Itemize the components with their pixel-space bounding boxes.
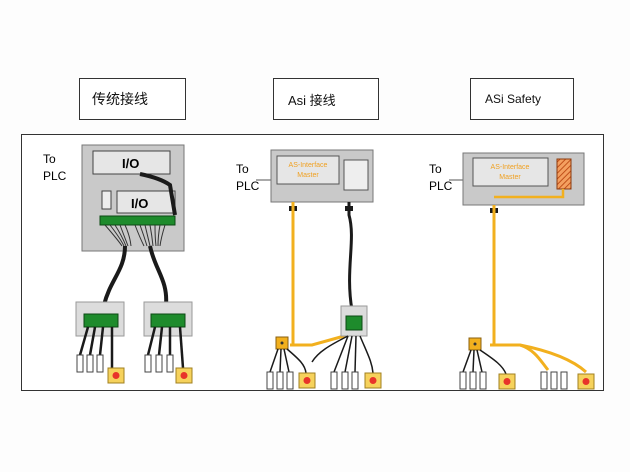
drop-cables-right — [146, 326, 185, 369]
io-card-top — [92, 150, 171, 175]
asi-drop-cables-right — [311, 335, 374, 374]
junction-terminal-left — [83, 313, 119, 328]
traditional-section: To PLC I/O I/O — [43, 144, 193, 384]
asi-master-3 — [472, 157, 549, 187]
asi-safety-section: To PLC AS-Interface Master — [429, 152, 595, 390]
asi-black-cable — [347, 202, 354, 311]
safety-node-dot — [473, 342, 477, 346]
title-asi-text: Asi 接线 — [288, 92, 336, 108]
terminal-strip — [99, 215, 176, 226]
asi-master-2 — [276, 155, 340, 185]
asi-actuator-left-led — [303, 377, 311, 384]
junction-terminal-right — [150, 313, 186, 328]
sensors-left — [76, 354, 104, 373]
actuator-right-led — [180, 372, 188, 379]
plc-label-3: PLC — [429, 179, 453, 193]
safety-sensors-left — [459, 371, 487, 390]
sensors-right — [144, 354, 174, 373]
safety-drop-cables — [462, 349, 507, 375]
title-asi-wiring: Asi 接线 — [273, 78, 379, 120]
io-card-bottom — [116, 190, 176, 214]
master-text2-2: Master — [297, 172, 319, 179]
asi-node-dot — [280, 341, 284, 345]
asi-actuator-right-led — [369, 377, 377, 384]
asi-sensors-left — [266, 371, 294, 390]
title-asi-safety: ASi Safety — [470, 78, 574, 120]
asi-drop-cables-left — [269, 348, 307, 374]
plc-label-2: PLC — [236, 179, 260, 193]
actuator-left-led — [112, 372, 120, 379]
cabinet-wire-fan — [104, 224, 166, 247]
title-asi-safety-text: ASi Safety — [485, 92, 542, 106]
master-text2-3: Master — [499, 174, 521, 181]
safety-branch-2 — [519, 343, 588, 374]
safety-internal-bus — [494, 189, 565, 199]
io-label-top: I/O — [122, 156, 139, 171]
safety-actuator-left-led — [503, 378, 511, 385]
to-label-3: To — [429, 162, 442, 176]
io-label-bottom: I/O — [131, 196, 148, 211]
io-terminal-small — [101, 190, 112, 210]
safety-monitor — [556, 158, 572, 190]
title-traditional-text: 传统接线 — [92, 91, 148, 107]
master-text1-2: AS-Interface — [289, 162, 328, 169]
io-bundle-cable — [139, 172, 177, 216]
drop-cables-left — [78, 326, 114, 368]
master-text1-3: AS-Interface — [491, 164, 530, 171]
trunk-cable-right — [148, 245, 169, 306]
asi-section: To PLC AS-Interface Master — [236, 149, 382, 390]
plc-label-1: PLC — [43, 169, 67, 183]
safety-sensors-right — [540, 371, 568, 390]
to-label-2: To — [236, 162, 249, 176]
asi-sensors-right — [330, 371, 359, 390]
power-supply-2 — [343, 159, 369, 191]
safety-actuator-right-led — [582, 378, 590, 385]
title-traditional-wiring: 传统接线 — [79, 78, 186, 120]
trunk-cable-left — [102, 245, 127, 306]
to-label-1: To — [43, 152, 56, 166]
asi-yellow-branch — [290, 331, 356, 347]
asi-module-green — [345, 315, 363, 331]
